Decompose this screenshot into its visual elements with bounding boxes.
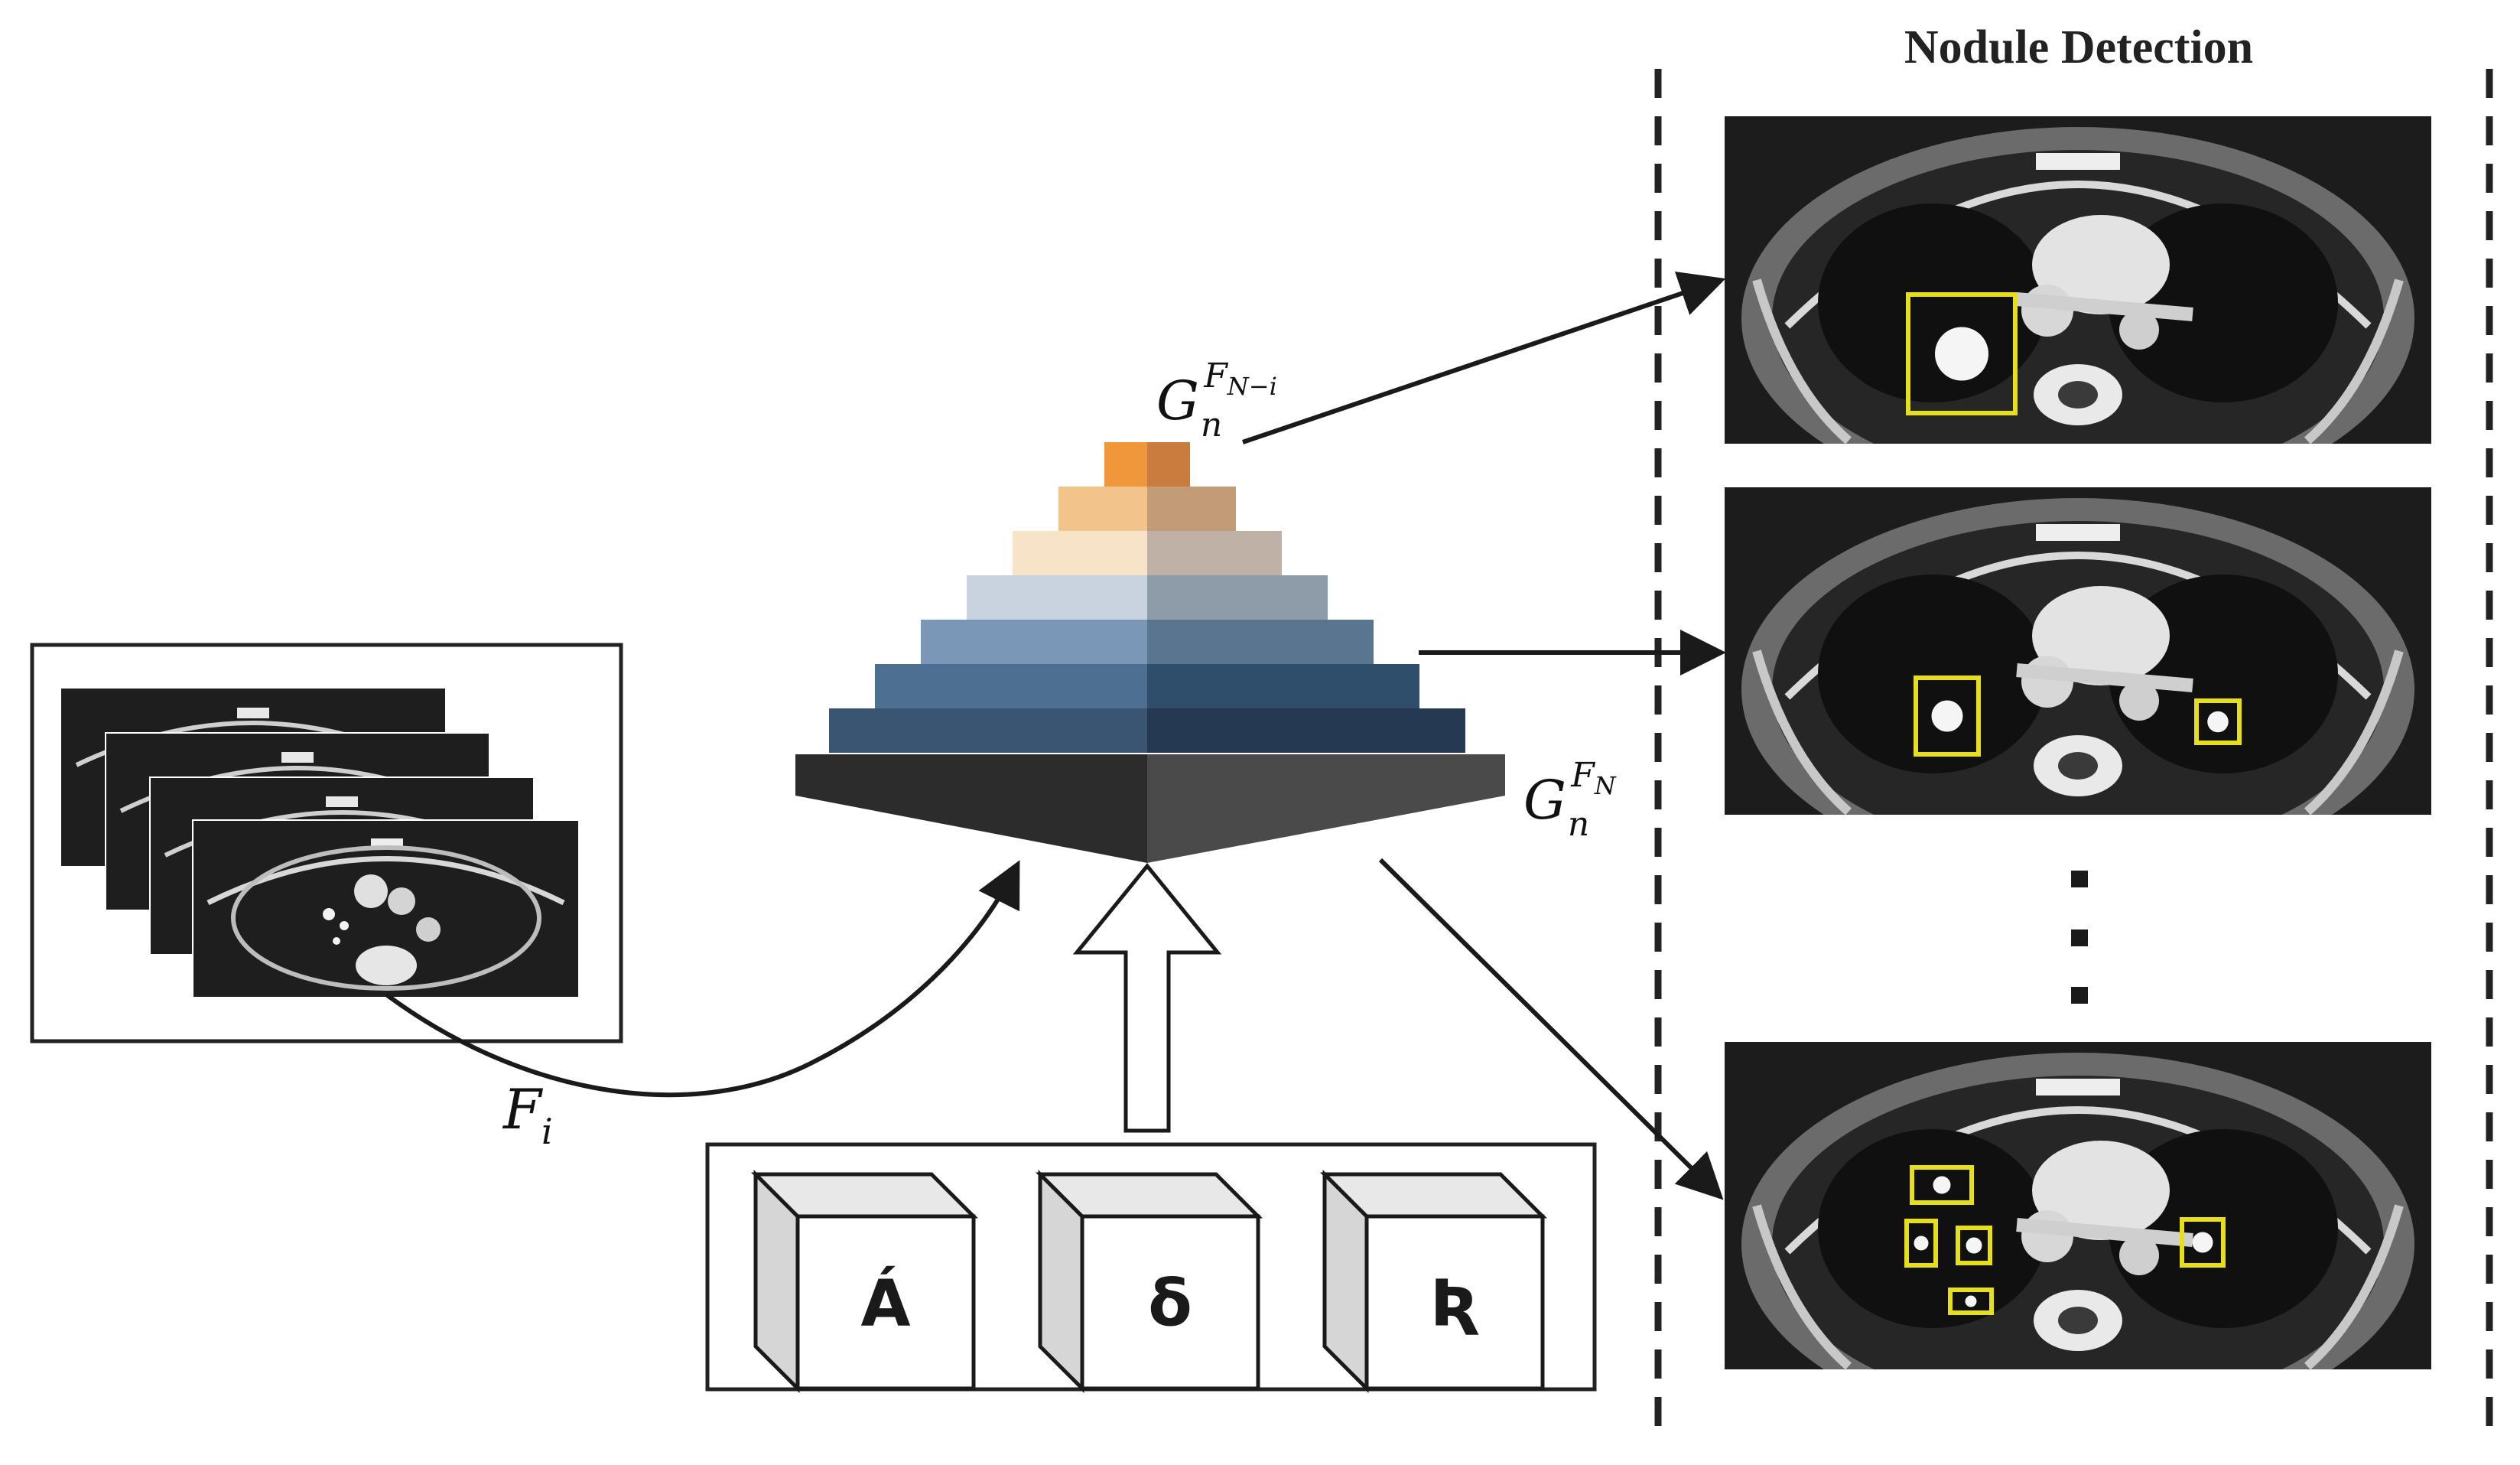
pyramid-layer-right (1147, 708, 1465, 753)
module-symbol: Á (860, 1266, 910, 1341)
detection-box (1910, 1165, 1974, 1205)
module-cube: Á (750, 1169, 979, 1394)
pyramid-layer-right (1147, 531, 1282, 575)
module-symbol: Ʀ (1430, 1266, 1480, 1341)
pyramid-top-label: GnFN−i (1156, 356, 1277, 444)
nodule (1965, 1295, 1977, 1307)
input-frames-label: Fi (502, 1077, 553, 1152)
pyramid-layer-left (1104, 442, 1147, 487)
pyramid-bottom-label: GnFN (1523, 756, 1617, 844)
detection-box (1914, 676, 1981, 757)
nodule (1931, 700, 1963, 732)
detection-box (1948, 1288, 1994, 1315)
ellipsis-dots (2071, 871, 2088, 1004)
nodule (2207, 711, 2229, 733)
section-title: Nodule Detection (1904, 21, 2253, 73)
pyramid-layer-left (875, 664, 1147, 708)
arrow-top-output (1242, 271, 1726, 444)
feature-pyramid (829, 442, 1465, 753)
detection-box (2180, 1217, 2226, 1268)
pyramid-layer-left (1013, 531, 1147, 575)
arrow-bottom-output (1378, 858, 1724, 1200)
pyramid-layer-right (1147, 620, 1374, 664)
svg-text:GnFN−i: GnFN−i (1156, 356, 1277, 444)
ct-frame-front (192, 819, 580, 998)
module-symbol: δ (1148, 1266, 1192, 1341)
pyramid-layer-left (829, 708, 1147, 753)
input-frames-box (30, 643, 623, 1043)
pyramid-layer-left (1058, 487, 1147, 531)
pyramid-layer-left (967, 575, 1147, 620)
module-cube: δ (1035, 1169, 1263, 1394)
ct-scan-image (1725, 487, 2431, 815)
nodule (1933, 1176, 1951, 1194)
nodule (1935, 327, 1988, 381)
pyramid-layer-right (1147, 575, 1328, 620)
pyramid-layer-right (1147, 664, 1419, 708)
hollow-up-arrow (1072, 863, 1222, 1133)
detection-box (1956, 1226, 1992, 1265)
nodule (1914, 1235, 1929, 1251)
svg-text:GnFN: GnFN (1523, 756, 1617, 844)
ct-scan-image (1725, 1042, 2431, 1369)
detection-box (1904, 1219, 1938, 1268)
frames-to-pyramid-arrow (385, 860, 1020, 1098)
module-cube: Ʀ (1319, 1169, 1548, 1394)
nodule (2192, 1232, 2213, 1253)
pyramid-layer-right (1147, 442, 1190, 487)
detection-box (1906, 292, 2018, 415)
detection-box (2194, 698, 2242, 745)
pyramid-layer-right (1147, 487, 1236, 531)
svg-text:Fi: Fi (502, 1077, 553, 1152)
pyramid-base (795, 754, 1505, 863)
input-ct-stack (61, 689, 580, 998)
ct-scan-image (1725, 116, 2431, 444)
nodule (1966, 1237, 1982, 1254)
pyramid-layer-left (921, 620, 1147, 664)
